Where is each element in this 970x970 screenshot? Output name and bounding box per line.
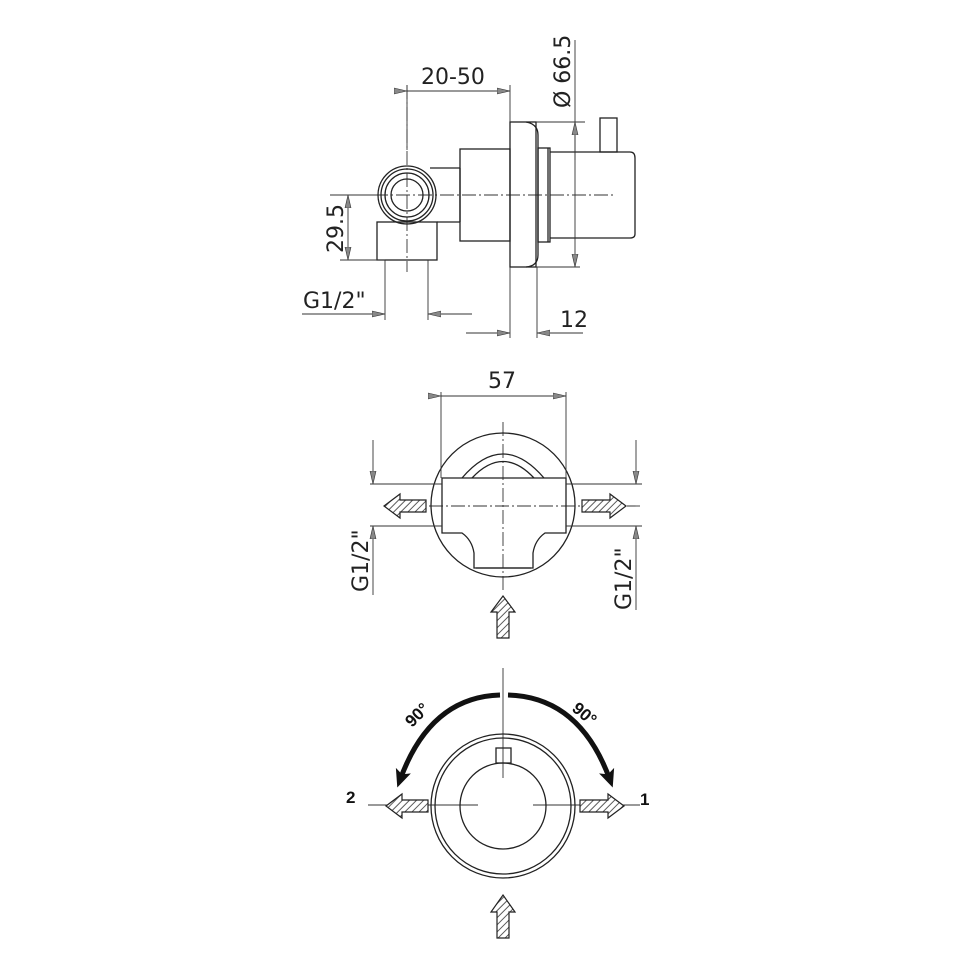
outlet-2-label: 2 — [346, 788, 355, 807]
dim-thread-right: G1/2" — [612, 547, 637, 610]
outlet-1-label: 1 — [640, 790, 649, 809]
outlet-arrow-left — [383, 492, 427, 520]
dim-height: 29.5 — [324, 204, 349, 253]
dim-thread-left: G1/2" — [349, 529, 374, 592]
dim-thread-side: G1/2" — [303, 289, 366, 314]
front-view: 90° 90° 2 1 — [346, 668, 649, 939]
inlet-arrow — [489, 595, 517, 639]
rotation-right-label: 90° — [568, 699, 600, 730]
outlet-arrow-right — [581, 492, 627, 520]
dim-depth-range: 20-50 — [421, 65, 485, 90]
dim-plate: 12 — [560, 308, 588, 333]
dim-width: 57 — [488, 369, 516, 394]
top-view: G1/2" G1/2" 57 — [349, 369, 642, 639]
dim-diameter: Ø 66.5 — [551, 35, 576, 108]
side-view: 20-50 Ø 66.5 29.5 G1/2" 12 — [302, 35, 636, 338]
outlet-arrow-2 — [385, 792, 429, 820]
outlet-arrow-1 — [579, 792, 625, 820]
inlet-arrow-front — [489, 893, 517, 939]
